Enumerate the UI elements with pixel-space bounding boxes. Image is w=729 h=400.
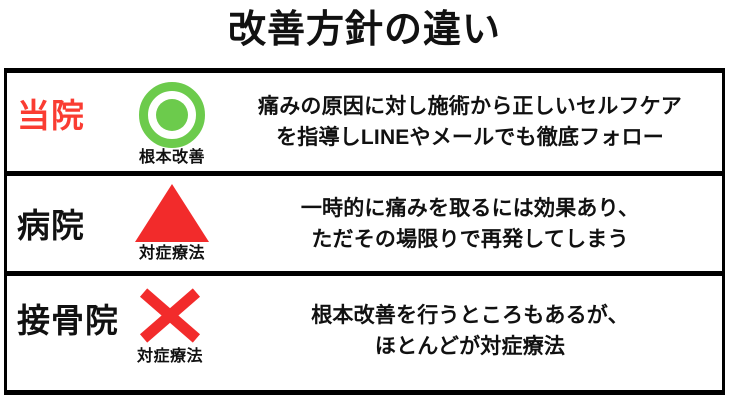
triangle-glyph (135, 184, 209, 242)
triangle-icon (135, 184, 209, 242)
cross-icon (139, 286, 201, 344)
rating-symbol-group: 対症療法 (122, 184, 222, 263)
description-line: を指導しLINEやメールでも徹底フォロー (276, 126, 664, 149)
table-row: 当院 根本改善 痛みの原因に対し施術から正しいセルフケア を指導しLINEやメー… (7, 73, 722, 176)
table-row: 接骨院 対症療法 根本改善を行うところもあるが、 ほとんどが対症療法 (7, 276, 722, 385)
description-cell: 痛みの原因に対し施術から正しいセルフケア を指導しLINEやメールでも徹底フォロ… (222, 73, 722, 171)
provider-name: 当院 (17, 97, 85, 134)
double-circle-icon (139, 82, 205, 148)
description-line: ほとんどが対症療法 (374, 334, 566, 358)
description-cell: 根本改善を行うところもあるが、 ほとんどが対症療法 (222, 276, 722, 385)
double-circle-glyph (139, 82, 205, 148)
description-line: 痛みの原因に対し施術から正しいセルフケア (258, 95, 682, 118)
provider-cell: 接骨院 対症療法 (7, 276, 222, 385)
cross-glyph (139, 286, 201, 344)
description-line: 一時的に痛みを取るには効果あり、 (300, 196, 640, 220)
rating-label: 対症療法 (138, 245, 205, 262)
comparison-table: 当院 根本改善 痛みの原因に対し施術から正しいセルフケア を指導しLINEやメー… (4, 68, 725, 395)
table-row: 病院 対症療法 一時的に痛みを取るには効果あり、 ただその場限りで再発してしまう (7, 176, 722, 276)
description-cell: 一時的に痛みを取るには効果あり、 ただその場限りで再発してしまう (222, 176, 722, 271)
provider-name: 病院 (17, 207, 85, 244)
description-line: ただその場限りで再発してしまう (311, 227, 629, 251)
provider-cell: 病院 対症療法 (7, 176, 222, 271)
rating-label: 根本改善 (138, 149, 205, 166)
provider-cell: 当院 根本改善 (7, 73, 222, 171)
rating-symbol-group: 対症療法 (120, 286, 220, 366)
rating-symbol-group: 根本改善 (122, 82, 222, 167)
provider-name: 接骨院 (17, 302, 119, 339)
description-line: 根本改善を行うところもあるが、 (311, 303, 629, 327)
page-title: 改善方針の違い (227, 9, 501, 51)
rating-label: 対症療法 (136, 348, 203, 365)
